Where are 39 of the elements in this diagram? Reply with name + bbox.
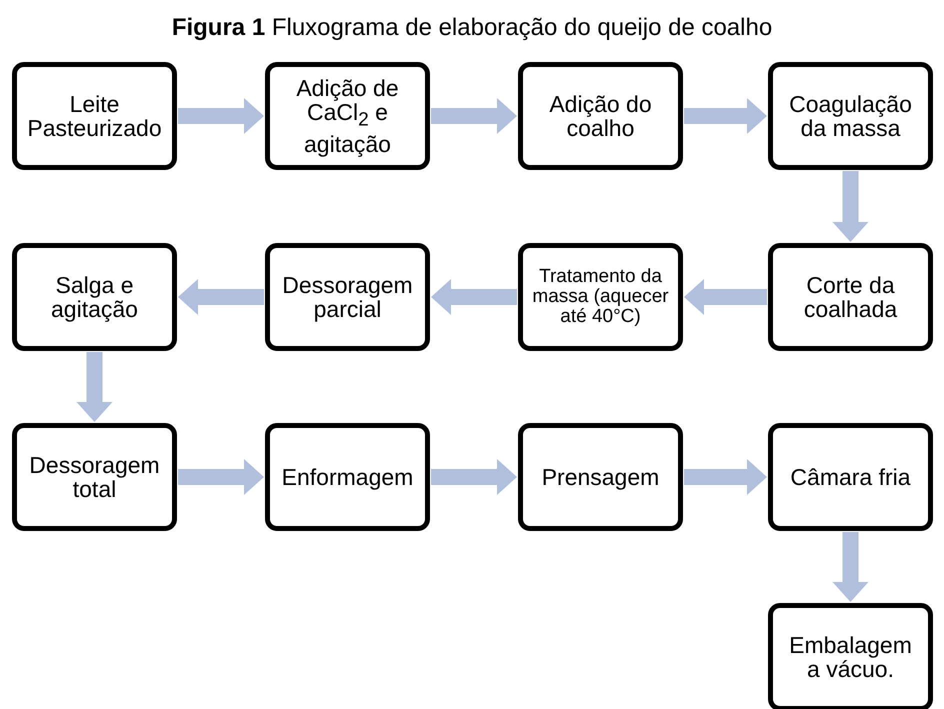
process-box [265, 243, 430, 351]
step-label: Adição de CaCl$_{2}$ e agitação [295, 76, 400, 156]
block-arrow [178, 98, 264, 134]
step-label: Tratamento da massa (aquecer até 40°C) [531, 267, 670, 327]
process-box [518, 243, 683, 351]
block-arrow [178, 459, 264, 495]
step-label: Prensagem [540, 465, 660, 489]
step-label: Leite Pasteurizado [26, 92, 163, 140]
process-box [265, 423, 430, 531]
process-box [265, 62, 430, 170]
step-label: Enformagem [280, 465, 414, 489]
step-label: Dessoragem total [28, 453, 161, 501]
process-box [12, 423, 177, 531]
process-box [518, 62, 683, 170]
step-label: Salga e agitação [50, 273, 139, 321]
process-box [768, 603, 933, 709]
figure-title: Figura 1 Fluxograma de elaboração do queijo de coalho [170, 14, 774, 42]
block-arrow [76, 352, 112, 422]
block-arrow [431, 459, 517, 495]
process-box [12, 62, 177, 170]
process-box [768, 62, 933, 170]
block-arrow [178, 279, 264, 315]
process-box [768, 423, 933, 531]
process-box [12, 243, 177, 351]
step-label: Embalagem a vácuo. [788, 633, 913, 681]
block-arrow [684, 279, 767, 315]
process-box [768, 243, 933, 351]
block-arrow [832, 171, 868, 242]
block-arrow [431, 279, 517, 315]
block-arrow [832, 532, 868, 602]
process-box [518, 423, 683, 531]
step-label: Coagulação da massa [788, 92, 913, 140]
step-label: Corte da coalhada [802, 273, 898, 321]
block-arrow [684, 98, 767, 134]
step-label: Câmara fria [789, 465, 912, 489]
step-label: Dessoragem parcial [281, 273, 414, 321]
block-arrow [684, 459, 767, 495]
block-arrow [431, 98, 517, 134]
step-label: Adição do coalho [548, 92, 653, 140]
